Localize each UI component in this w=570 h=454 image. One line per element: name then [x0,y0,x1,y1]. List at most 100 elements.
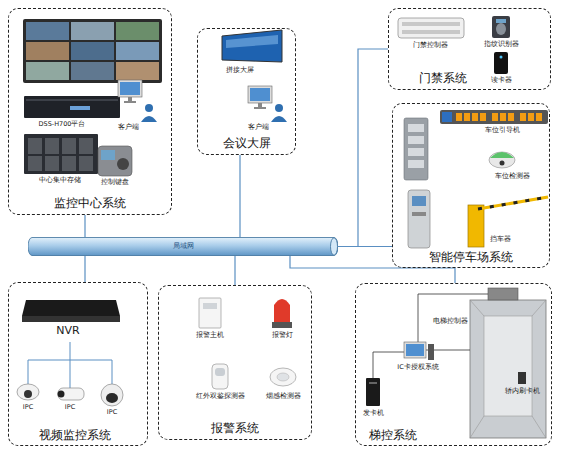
machine-screen [412,196,426,206]
screen-panel [222,30,282,62]
nvr-top [22,300,120,316]
device-label: 轿内刷卡机 [505,388,540,395]
lamp-dome [274,299,290,322]
camera-wire [28,360,29,384]
network-link [84,256,85,282]
camera-wire [28,360,112,361]
device-label: 读卡器 [491,77,512,84]
pc-stand [128,97,132,101]
video-pane [71,42,114,60]
dome-camera [17,384,39,400]
pc-base [254,107,266,109]
parking-icon [442,112,452,122]
reader-led [500,56,503,59]
system-box: 监控中心系统 [8,8,172,215]
camera-lens [24,390,32,398]
guide-column [404,118,428,180]
drive-bay [45,156,59,171]
elevator-wiring [373,294,488,378]
car-edge [532,300,546,316]
title-group: 梯控系统 [356,428,551,442]
server-stripe [26,99,118,101]
barrier-gate [468,197,548,247]
smoke-detector [270,368,296,386]
led-digit [480,113,486,121]
camera-body [17,384,39,400]
car-edge [470,416,484,438]
keyboard-body [98,146,132,176]
network-bus: 局域网 [28,237,338,256]
gate-cabinet [468,205,484,247]
video-pane [116,22,159,40]
led-digit [508,113,514,121]
camera-body [101,384,123,406]
storage-body [24,134,98,174]
camera-wire [112,360,113,384]
detector-center [277,373,289,381]
fingerprint-pad [496,23,506,35]
pc-base [124,101,136,103]
pc-screen [406,344,424,356]
door-controller [398,18,464,38]
device-label: 车位检测器 [495,173,530,180]
video-pane [116,42,159,60]
keyboard-joystick [117,158,129,170]
detector-body [212,364,228,389]
drive-bay [62,138,76,154]
led-digit [536,113,542,121]
video-pane [26,62,69,80]
system-title: 监控中心系统 [54,196,126,210]
network-link [239,155,240,237]
drive-bay [79,138,93,154]
video-pane [26,42,69,60]
device-label: 控制键盘 [101,179,129,186]
pc-monitor [248,86,272,103]
network-link [338,246,392,247]
car-edge [470,300,484,316]
device-label: IPC [107,409,117,416]
bullet-camera [58,388,85,400]
host-body [199,298,221,328]
drive-bay [45,138,59,154]
server-logo [70,106,90,110]
nvr-front [22,316,120,322]
device-label: 指纹识别器 [484,41,519,48]
system-title: 门禁系统 [419,71,467,85]
pc-monitor [404,342,426,358]
device-label: 烟感检测器 [266,393,301,400]
system-title: 报警系统 [211,421,259,435]
pipe-end [331,238,338,255]
pipe-body [28,238,338,256]
user-body [271,116,287,122]
device-label: 客户端 [248,124,269,131]
pc-tower [428,344,434,360]
car-frame [470,300,546,438]
car-back-wall [484,316,532,416]
user-body [141,116,157,122]
issuer-slot [369,382,377,384]
led-digit [492,113,498,121]
title-group: 报警系统 [159,421,311,435]
elevator-car [470,288,546,438]
user-head [275,104,283,112]
camera-lens [106,393,118,403]
camera-wire [70,360,71,388]
machine-body [408,190,430,248]
detector-light [490,152,514,158]
reader-body [494,52,508,74]
system-title: 智能停车场系统 [429,250,513,264]
controller-terminals [402,22,460,26]
detector-lens [500,161,505,166]
system-box: 智能停车场系统 [392,103,550,268]
system-box: 门禁系统 [388,8,551,90]
reader-body [492,16,510,38]
gate-arm-stripes [478,197,548,209]
led-digit [464,113,470,121]
column-body [404,118,428,180]
alarm-lamp [272,299,292,328]
device-label: IC卡授权系统 [397,364,438,371]
led-digit [456,113,462,121]
led-digit [500,113,506,121]
device-label: 拼接大屏 [226,67,254,74]
